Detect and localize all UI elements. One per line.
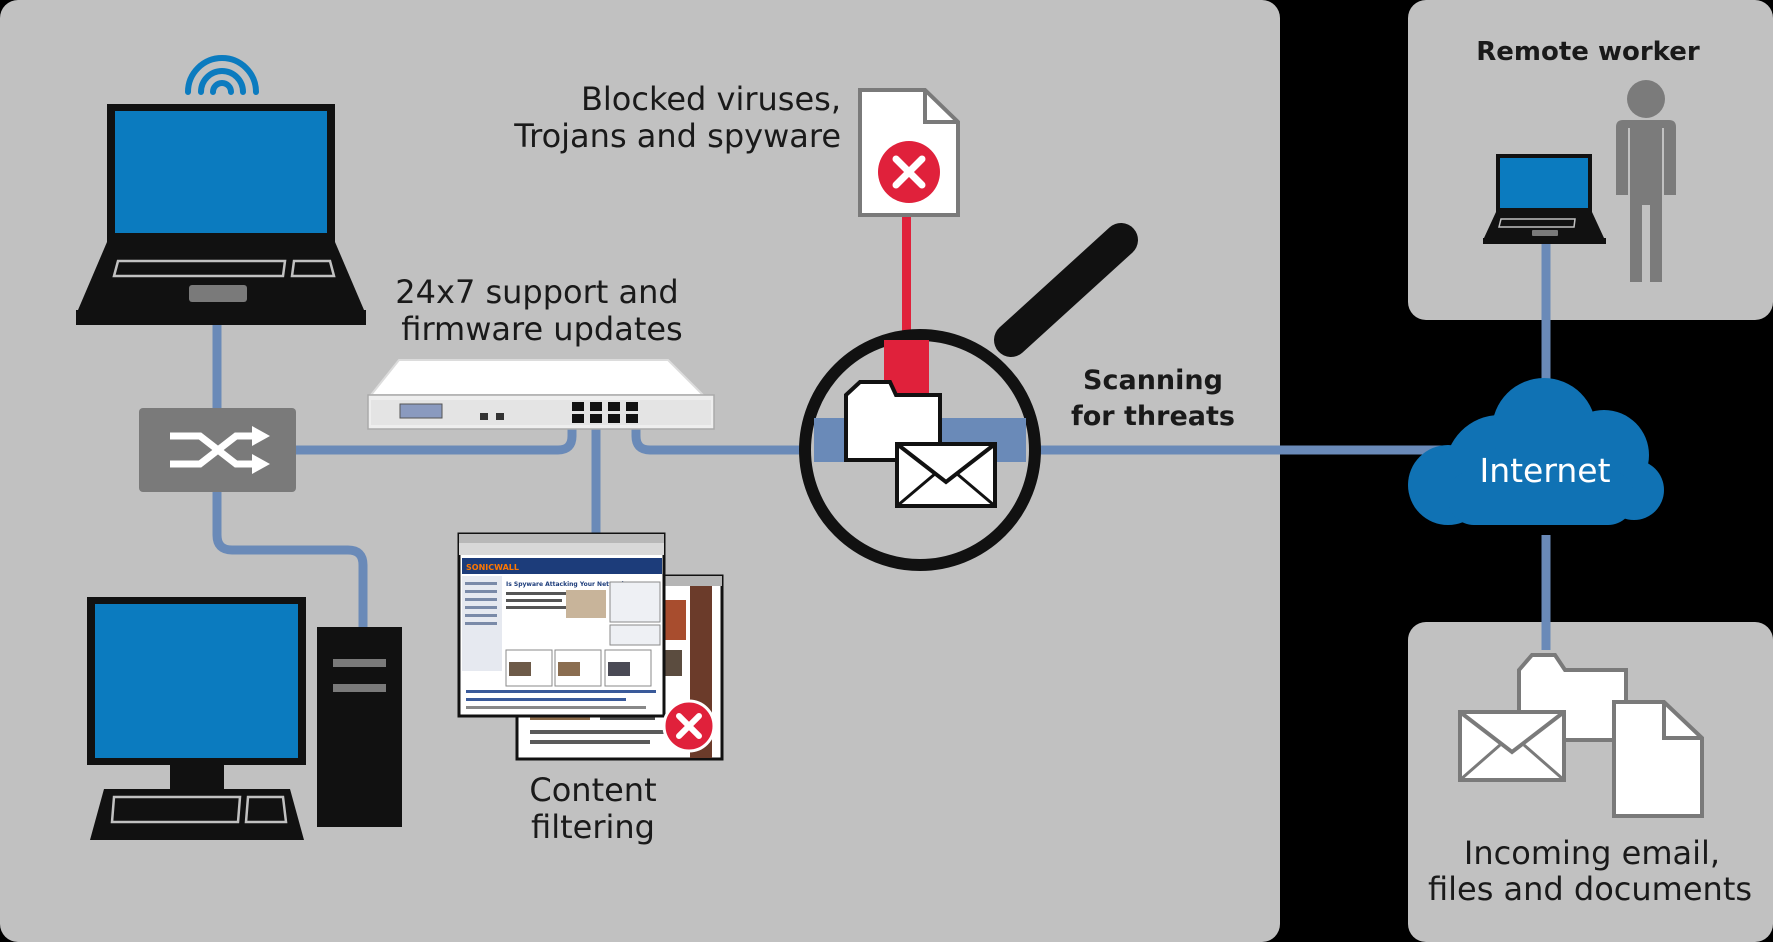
incoming-panel: [1408, 622, 1773, 942]
person-icon: [1616, 80, 1676, 282]
web-page-headline: Is Spyware Attacking Your Network?: [506, 581, 630, 588]
support-label-line2: firmware updates: [401, 310, 682, 348]
blocked-threats-label-line2: Trojans and spyware: [513, 117, 841, 155]
firewall-appliance-icon: [367, 359, 715, 430]
blocked-x-icon: [662, 699, 716, 753]
connector-lines: [212, 244, 1551, 650]
incoming-document-icon: [1612, 700, 1704, 818]
web-page-logo: SONICWALL: [466, 563, 519, 572]
wifi-icon: [185, 55, 259, 95]
desktop-monitor-icon: [87, 597, 306, 840]
laptop-icon: [76, 104, 366, 325]
cloud-icon: [1408, 378, 1664, 525]
scanning-label-line2: for threats: [1071, 401, 1235, 432]
switch-to-appliance-connector: [296, 410, 577, 455]
tower-pc-icon: [317, 627, 402, 827]
switch-to-pc-connector: [212, 492, 368, 628]
blocked-connector-line: [902, 215, 911, 385]
switch-icon: [139, 408, 296, 492]
folder-icon: [844, 380, 942, 462]
blocked-document-icon: [858, 88, 960, 217]
remote-worker-label: Remote worker: [1476, 37, 1700, 67]
internet-label: Internet: [1479, 451, 1610, 490]
remote-laptop-icon: [1483, 154, 1606, 244]
scanning-label-line1: Scanning: [1083, 365, 1223, 396]
blocked-threats-label-line1: Blocked viruses,: [581, 80, 841, 118]
web-page-icon: SONICWALL Is Spyware Attacking Your Netw…: [457, 532, 724, 761]
envelope-icon: [895, 442, 997, 508]
support-label-line1: 24x7 support and: [395, 273, 678, 311]
content-filtering-label-line2: filtering: [531, 808, 655, 846]
incoming-label-line2: files and documents: [1428, 870, 1752, 908]
content-filtering-label-line1: Content: [529, 771, 656, 809]
incoming-label-line1: Incoming email,: [1464, 834, 1720, 872]
appliance-to-scanner-connector: [631, 410, 812, 455]
incoming-envelope-icon: [1458, 710, 1566, 782]
